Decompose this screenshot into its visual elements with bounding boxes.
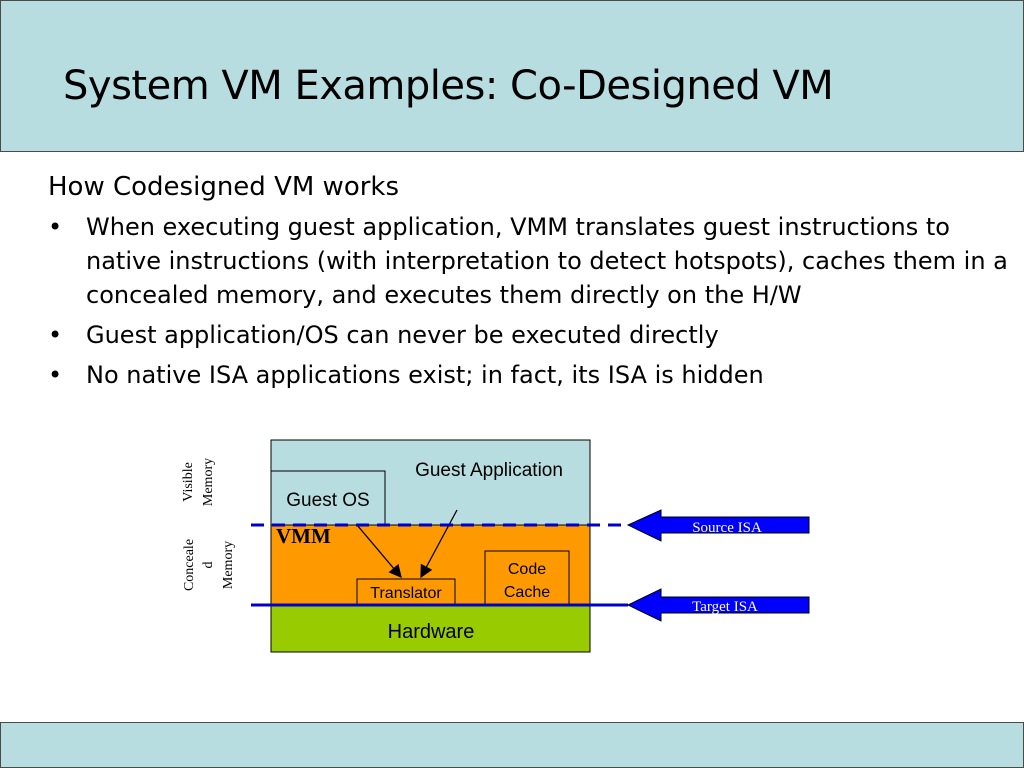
target-isa-label: Target ISA — [692, 599, 758, 615]
bullet-item: • When executing guest application, VMM t… — [48, 210, 1018, 312]
bullet-text: Guest application/OS can never be execut… — [86, 321, 719, 349]
translator-box — [356, 578, 456, 605]
target-isa-arrow — [626, 588, 810, 622]
slide-title: System VM Examples: Co-Designed VM — [63, 63, 834, 109]
translator-label: Translator — [370, 585, 442, 602]
code-cache-label-line1: Code — [508, 561, 546, 578]
bullet-text: When executing guest application, VMM tr… — [86, 213, 1008, 309]
bullet-dot: • — [48, 213, 63, 241]
slide-content: How Codesigned VM works • When executing … — [48, 170, 1018, 398]
guest-os-label: Guest OS — [286, 490, 369, 511]
bullet-text: No native ISA applications exist; in fac… — [86, 361, 764, 389]
bullet-item: • No native ISA applications exist; in fa… — [48, 358, 1018, 392]
vmm-label: VMM — [276, 524, 331, 548]
footer-bar — [0, 722, 1024, 768]
concealed-memory-line3: Memory — [221, 541, 236, 589]
arrow-guest-os-to-translator — [356, 524, 402, 578]
bullet-dot: • — [48, 361, 63, 389]
guest-os-box — [270, 470, 386, 526]
concealed-memory-label: Conceale d Memory — [182, 539, 236, 591]
hardware-layer — [270, 604, 591, 653]
source-isa-label: Source ISA — [692, 520, 762, 536]
visible-memory-label: Visible Memory — [181, 458, 216, 506]
concealed-memory-line1: Conceale — [182, 539, 197, 591]
concealed-memory-line2: d — [201, 562, 216, 569]
bullet-list: • When executing guest application, VMM t… — [48, 210, 1018, 392]
guest-application-label: Guest Application — [415, 460, 563, 481]
arrow-guest-app-to-translator — [420, 509, 458, 579]
visible-memory-line1: Visible — [181, 462, 196, 502]
bullet-item: • Guest application/OS can never be execu… — [48, 318, 1018, 352]
subheading: How Codesigned VM works — [48, 172, 400, 202]
bullet-dot: • — [48, 321, 63, 349]
title-bar: System VM Examples: Co-Designed VM — [0, 0, 1024, 152]
code-cache-label-line2: Cache — [504, 584, 550, 601]
visible-memory-line2: Memory — [201, 458, 216, 506]
hardware-label: Hardware — [388, 621, 475, 643]
source-isa-arrow — [626, 509, 810, 542]
